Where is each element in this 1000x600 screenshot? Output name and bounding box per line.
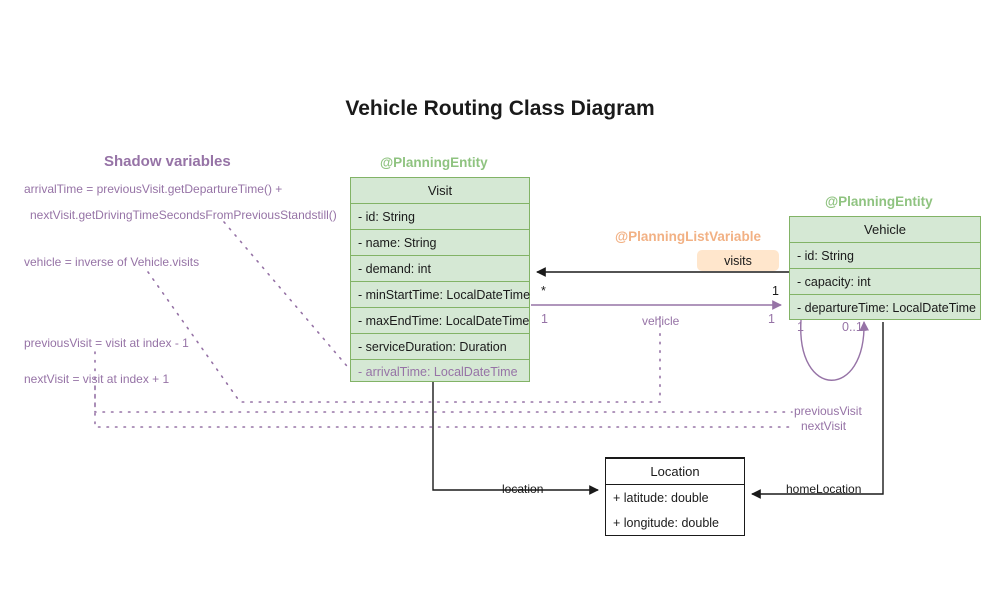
visit-stereotype: @PlanningEntity: [380, 155, 488, 170]
relation-location: [432, 382, 599, 495]
vehicle-attribute-departure-time: - departureTime: LocalDateTime: [790, 294, 980, 320]
shadow-variable-line-5: nextVisit = visit at index + 1: [24, 372, 170, 386]
class-box-visit[interactable]: Visit - id: String - name: String - dema…: [350, 177, 530, 382]
page-title: Vehicle Routing Class Diagram: [345, 97, 655, 120]
visit-attribute-max-end-time: - maxEndTime: LocalDateTime: [351, 307, 529, 333]
vehicle-class-name: Vehicle: [864, 222, 906, 237]
visit-attribute-name: - name: String: [351, 229, 529, 255]
shadow-variable-line-1: arrivalTime = previousVisit.getDeparture…: [24, 182, 283, 196]
visit-attribute-arrival-time: - arrivalTime: LocalDateTime: [351, 359, 529, 383]
vehicle-source-multiplicity: 1: [541, 312, 548, 326]
visits-source-multiplicity: *: [541, 284, 546, 298]
visit-class-name: Visit: [427, 183, 453, 198]
vehicle-stereotype: @PlanningEntity: [825, 194, 933, 209]
shadow-variable-line-3: vehicle = inverse of Vehicle.visits: [24, 255, 200, 269]
class-box-vehicle[interactable]: Vehicle - id: String - capacity: int - d…: [789, 216, 981, 320]
previous-visit-label: previousVisit: [794, 404, 862, 418]
vehicle-target-multiplicity: 1: [768, 312, 775, 326]
vehicle-attribute-id: - id: String: [790, 242, 980, 268]
visits-stereotype: @PlanningListVariable: [615, 229, 761, 244]
visit-attribute-demand: - demand: int: [351, 255, 529, 281]
location-attribute-latitude: + latitude: double: [606, 484, 744, 510]
previous-next-source-multiplicity: 1: [797, 320, 804, 334]
location-attribute-longitude: + longitude: double: [613, 516, 719, 530]
class-box-location[interactable]: Location + latitude: double + longitude:…: [605, 457, 745, 536]
visit-attribute-id: - id: String: [351, 203, 529, 229]
previous-next-target-multiplicity: 0..1: [842, 320, 863, 334]
shadow-variable-line-2: nextVisit.getDrivingTimeSecondsFromPrevi…: [30, 208, 337, 222]
shadow-variable-line-4: previousVisit = visit at index - 1: [24, 336, 189, 350]
visit-attribute-min-start-time: - minStartTime: LocalDateTime: [351, 281, 530, 307]
visits-target-multiplicity: 1: [772, 284, 779, 298]
location-class-name: Location: [606, 458, 744, 484]
home-location-relation-label: homeLocation: [786, 482, 862, 496]
visits-badge[interactable]: visits: [697, 250, 779, 271]
location-relation-label: location: [502, 482, 544, 496]
shadow-variables-heading: Shadow variables: [104, 153, 231, 170]
visit-attribute-service-duration: - serviceDuration: Duration: [351, 333, 529, 359]
next-visit-label: nextVisit: [801, 419, 847, 433]
vehicle-relation-label: vehicle: [642, 314, 680, 328]
vehicle-attribute-capacity: - capacity: int: [790, 268, 980, 294]
